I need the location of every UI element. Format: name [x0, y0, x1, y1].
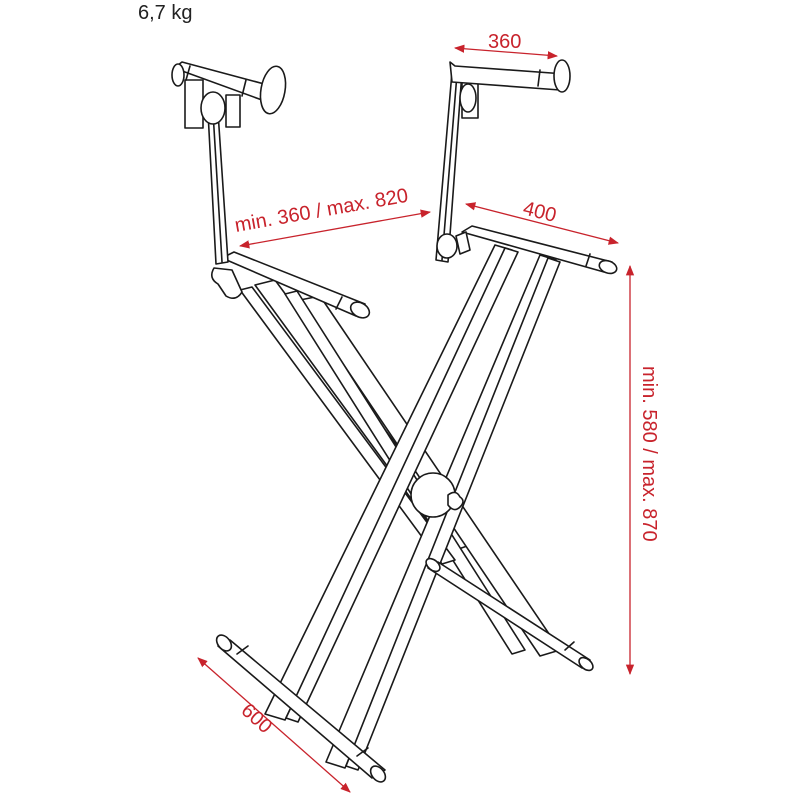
dim-height-label: min. 580 / max. 870: [638, 366, 660, 542]
dim-height: min. 580 / max. 870: [625, 264, 660, 676]
right-upper-arm: [435, 59, 571, 263]
dim-top-bar-label: 400: [521, 198, 559, 227]
dim-upper-arm-label: 360: [488, 31, 521, 53]
x-frame: [239, 244, 561, 771]
dim-upper-arm: 360: [453, 31, 559, 60]
weight-label: 6,7 kg: [138, 2, 193, 24]
left-upper-arm: [171, 61, 287, 265]
dim-tier-spacing-label: min. 360 / max. 820: [233, 185, 410, 237]
dim-tier-spacing: min. 360 / max. 820: [233, 185, 432, 249]
